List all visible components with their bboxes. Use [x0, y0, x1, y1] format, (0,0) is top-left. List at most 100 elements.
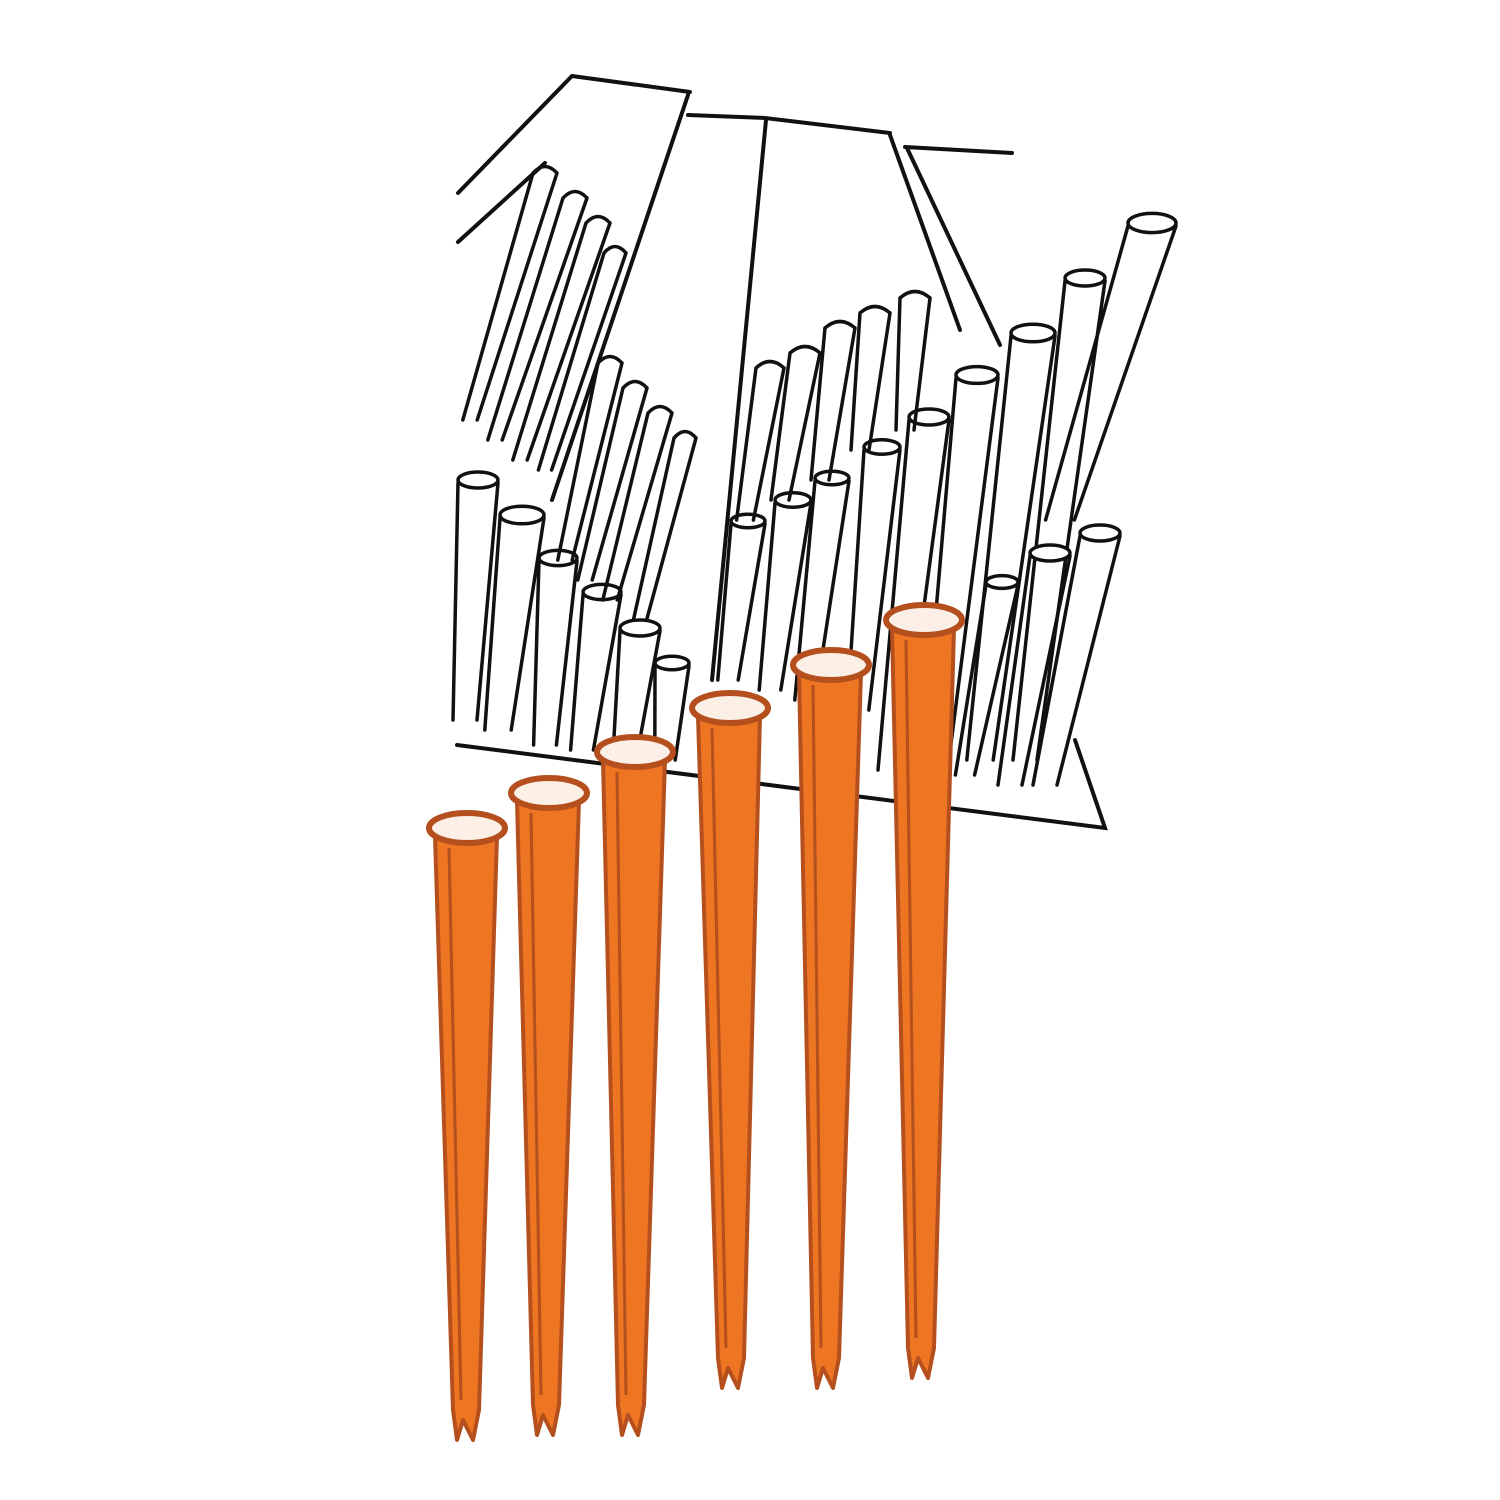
- orange-pipe: [790, 647, 872, 1390]
- case-base: [455, 738, 1108, 831]
- organ-case-outline: [455, 73, 1108, 831]
- pipe-body: [757, 501, 813, 692]
- pipe-body: [769, 351, 822, 502]
- background-pipe: [716, 512, 767, 682]
- pipe-cap: [672, 429, 698, 440]
- pipe-mouth: [984, 573, 1020, 591]
- pipe-body: [696, 714, 762, 1390]
- pipe-mouth: [653, 654, 691, 672]
- background-pipe: [996, 543, 1072, 787]
- pipe-body: [809, 326, 857, 482]
- background-pipe: [757, 491, 813, 692]
- pipe-shading: [615, 771, 628, 1396]
- pipe-mouth: [498, 504, 546, 526]
- pipe-mouth: [456, 470, 500, 490]
- pipe-body: [451, 481, 500, 722]
- background-pipe: [486, 189, 589, 442]
- pipe-mouth: [1078, 523, 1122, 543]
- pipe-body: [849, 311, 892, 452]
- background-pipe: [894, 289, 932, 432]
- pipe-cap: [561, 189, 589, 200]
- background-pipe: [483, 504, 546, 732]
- background-pipe: [734, 359, 786, 522]
- pipe-cap: [898, 289, 932, 300]
- pipe-mouth: [773, 491, 813, 509]
- pipe-mouth: [883, 602, 965, 638]
- pipe-body: [433, 834, 499, 1442]
- pipe-mouth: [862, 438, 902, 456]
- pipe-cap: [531, 164, 559, 175]
- pipe-body: [515, 799, 581, 1437]
- pipe-mouth: [1126, 211, 1178, 235]
- orange-pipe: [689, 690, 771, 1390]
- pipe-body: [965, 334, 1057, 762]
- pipe-mouth: [907, 407, 951, 427]
- pipe-body: [1011, 279, 1107, 762]
- pipe-mouth: [1063, 268, 1107, 288]
- background-pipe: [809, 319, 857, 482]
- pipe-body: [536, 251, 628, 472]
- pipe-body: [894, 296, 932, 432]
- pipe-mouth: [813, 469, 851, 487]
- background-pipe: [536, 244, 628, 472]
- pipe-shading: [529, 812, 543, 1396]
- pipe-mouth: [1009, 322, 1057, 344]
- pipe-body: [601, 758, 667, 1437]
- foreground-pipes: [426, 602, 965, 1442]
- pipe-cap: [823, 319, 857, 330]
- pipe-body: [511, 221, 612, 462]
- case-right-panel-edge: [888, 133, 962, 332]
- case-left-panel-edge: [550, 93, 690, 502]
- pipe-body: [716, 522, 767, 682]
- background-pipe: [953, 573, 1020, 777]
- pipe-body: [631, 436, 698, 622]
- pipe-body: [996, 554, 1072, 787]
- pipe-mouth: [689, 690, 771, 726]
- pipe-mouth: [426, 810, 508, 846]
- pipe-shading: [710, 727, 728, 1349]
- pipe-body: [1043, 224, 1178, 522]
- pipe-body: [890, 626, 956, 1380]
- orange-pipe: [883, 602, 965, 1380]
- pipe-mouth: [790, 647, 872, 683]
- background-pipe: [461, 164, 559, 422]
- background-pipe: [849, 304, 892, 452]
- case-top-right-edge: [903, 145, 1014, 155]
- orange-pipe: [594, 734, 676, 1437]
- pipe-mouth: [1028, 543, 1072, 563]
- pipe-mouth: [594, 734, 676, 770]
- pipe-mouth: [954, 364, 1000, 386]
- background-pipe: [1043, 211, 1178, 522]
- background-pipe: [1011, 268, 1107, 762]
- pipe-body: [734, 366, 786, 522]
- pipe-body: [797, 671, 863, 1390]
- background-pipe: [531, 548, 579, 747]
- background-pipe: [965, 322, 1057, 762]
- pipe-body: [486, 196, 589, 442]
- pipe-cap: [754, 359, 786, 370]
- pipe-body: [461, 171, 559, 422]
- pipe-body: [1031, 534, 1122, 787]
- pipe-cap: [596, 354, 624, 365]
- orange-pipe: [508, 775, 590, 1437]
- pipe-cap: [858, 304, 892, 315]
- case-center-panel-edge: [710, 118, 768, 682]
- pipe-body: [953, 583, 1020, 777]
- pipe-body: [483, 516, 546, 732]
- background-pipe: [511, 214, 612, 462]
- pipe-shading: [811, 684, 823, 1349]
- orange-pipe: [426, 810, 508, 1442]
- pipe-body: [531, 559, 579, 747]
- pipe-mouth: [618, 618, 662, 638]
- background-pipe: [631, 429, 698, 622]
- background-pipe: [576, 379, 649, 582]
- pipe-body: [568, 593, 623, 752]
- pipe-shading: [447, 847, 463, 1401]
- case-top-edge: [686, 113, 892, 135]
- pipe-body: [601, 411, 674, 602]
- pipe-cap: [621, 379, 649, 390]
- background-pipe: [1031, 523, 1122, 787]
- case-top-left-edge: [456, 73, 692, 195]
- background-pipes: [451, 164, 1178, 787]
